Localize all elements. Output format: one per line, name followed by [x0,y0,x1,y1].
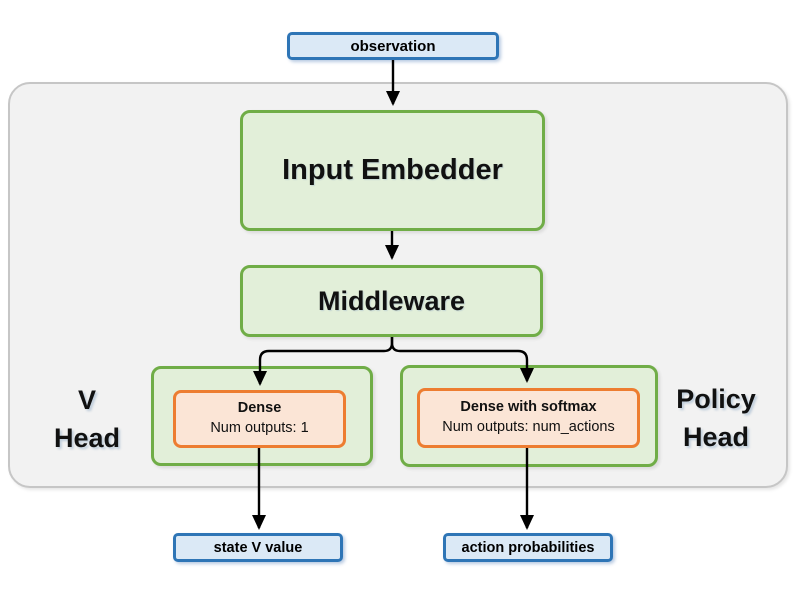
v-head-label-line1: V [77,385,96,415]
policy-head-label: Policy Head [655,380,777,456]
policy-dense-layer: Dense with softmax Num outputs: num_acti… [417,388,640,448]
state-v-value-node: state V value [173,533,343,562]
v-head-label: V Head [32,381,142,457]
v-dense-title: Dense [237,400,282,417]
v-head-label-line2: Head [53,423,121,453]
action-probabilities-node: action probabilities [443,533,613,562]
v-dense-layer: Dense Num outputs: 1 [173,390,346,448]
middleware-block: Middleware [240,265,543,337]
policy-head-label-line2: Head [682,422,750,452]
policy-dense-num-outputs: Num outputs: num_actions [442,419,615,435]
v-dense-num-outputs: Num outputs: 1 [210,420,309,436]
policy-dense-title: Dense with softmax [460,399,597,416]
input-embedder-block: Input Embedder [240,110,545,231]
policy-head-label-line1: Policy [676,384,756,414]
observation-node: observation [287,32,499,60]
